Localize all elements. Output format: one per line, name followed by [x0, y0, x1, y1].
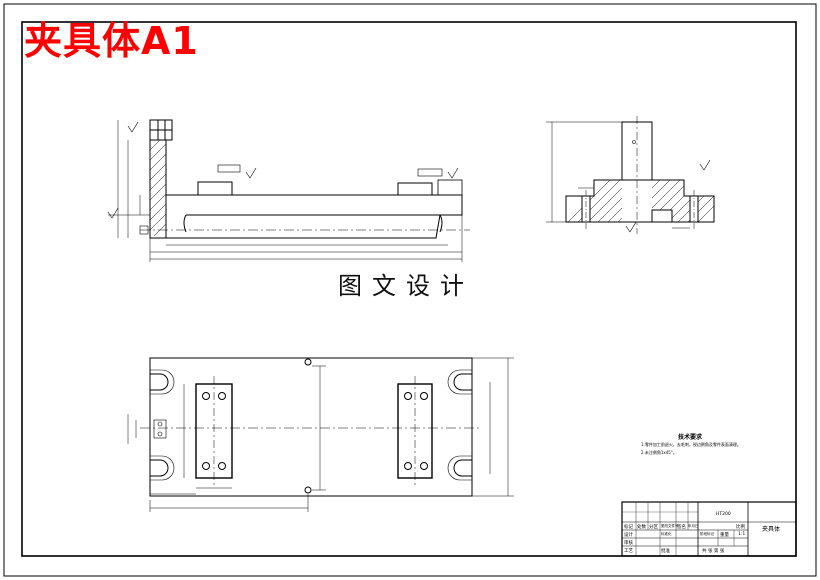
tb-label-count: 处数 — [637, 525, 646, 530]
tb-label-stage: 阶段标记 — [700, 532, 714, 536]
watermark-text: 图文设计 — [338, 272, 474, 300]
tb-label-review: 审核 — [624, 541, 633, 546]
material-code: HT200 — [716, 512, 731, 517]
front-view-wall — [149, 139, 167, 239]
tb-label-change: 更改文件号 — [661, 524, 679, 528]
part-name: 夹具体 — [762, 526, 781, 533]
tb-label-standard: 标准化 — [661, 532, 672, 536]
plan-view — [127, 357, 514, 512]
tb-label-sign: 签名 — [677, 525, 686, 530]
tech-requirement-2: 2.未注倒角1x45°。 — [641, 450, 677, 455]
right-upper-slot — [453, 373, 472, 391]
left-upper-slot — [150, 373, 169, 391]
front-view — [107, 119, 470, 262]
base-plate — [166, 194, 463, 239]
left-lower-slot — [150, 459, 169, 477]
scale-value: 1:1 — [738, 532, 746, 537]
tb-label-weight: 重量 — [720, 533, 729, 538]
right-raised-block — [397, 182, 433, 196]
tb-label-scale: 比例 — [736, 525, 745, 530]
tech-requirement-1: 1.零件加工前退火，去毛刺，锐边倒角及零件表面清理。 — [641, 442, 741, 447]
outer-border — [3, 3, 817, 577]
tb-label-mark: 标记 — [624, 525, 633, 530]
tech-requirements-heading: 技术要求 — [678, 434, 703, 441]
title-block — [621, 501, 797, 557]
tb-label-date: 年月日 — [688, 524, 699, 528]
side-section-view — [546, 116, 715, 234]
drawing-title: 夹具体A1 — [24, 19, 199, 63]
inner-frame — [21, 21, 797, 557]
right-lower-slot — [453, 459, 472, 477]
tb-label-approve: 批准 — [661, 549, 670, 554]
wall-hatching — [149, 139, 167, 237]
left-raised-block — [197, 181, 233, 196]
tb-label-design: 设计 — [624, 533, 633, 538]
tb-label-process: 工艺 — [624, 549, 633, 554]
tb-label-zone: 分区 — [649, 525, 658, 530]
tb-label-sheets: 共 张 第 张 — [702, 549, 725, 554]
plan-outline — [149, 357, 473, 497]
